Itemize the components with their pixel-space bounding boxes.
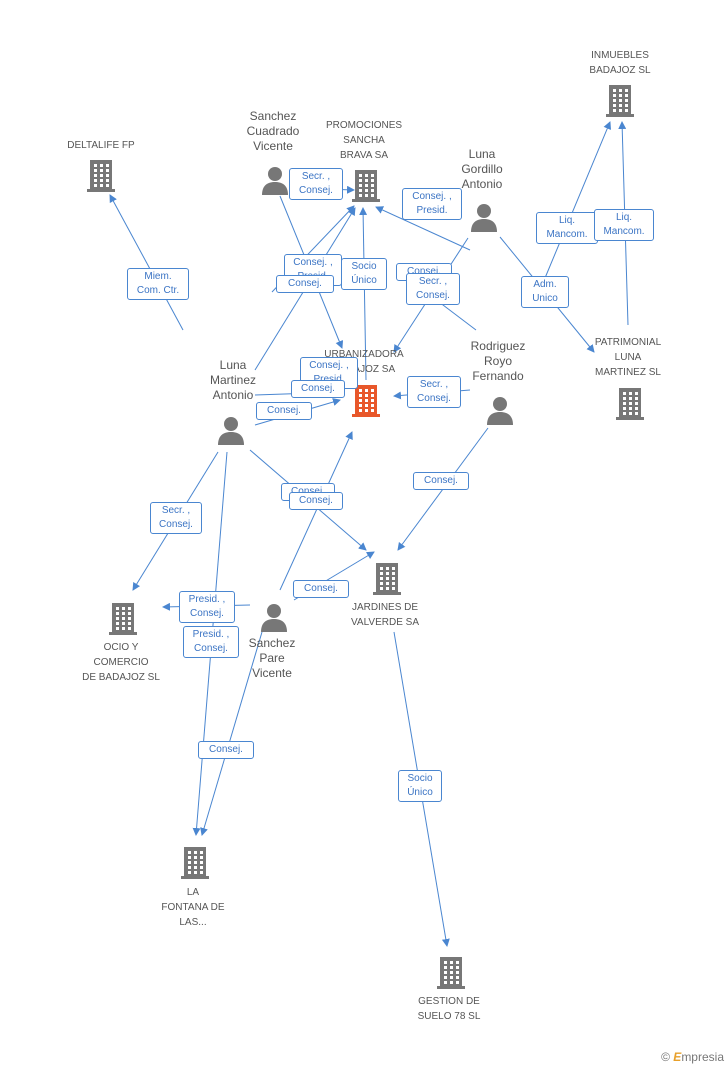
relation-edge-urbanizadora-promociones <box>359 207 368 381</box>
building-icon-shape <box>87 160 115 192</box>
relation-edge-luna_martinez-deltalife <box>109 194 184 331</box>
relation-label[interactable]: Consej. <box>291 380 345 398</box>
company-name[interactable]: OCIO Y COMERCIO DE BADAJOZ SL <box>82 642 160 683</box>
company-name[interactable]: LA FONTANA DE LAS... <box>161 887 225 928</box>
company-name[interactable]: PROMOCIONES SANCHA BRAVA SA <box>325 120 403 161</box>
person-name[interactable]: Sanchez Cuadrado Vicente <box>246 109 300 153</box>
building-icon[interactable] <box>605 83 635 122</box>
building-icon-shape <box>437 957 465 989</box>
relation-label[interactable]: Socio Único <box>398 770 442 802</box>
relation-label[interactable]: Consej. <box>293 580 349 598</box>
person-icon[interactable] <box>261 165 289 200</box>
relation-label[interactable]: Secr. , Consej. <box>289 168 343 200</box>
building-icon[interactable] <box>180 845 210 884</box>
person-icon-shape <box>262 167 288 195</box>
building-icon-shape <box>606 85 634 117</box>
relation-edge-luna_gordillo-promociones <box>375 206 471 251</box>
relation-label[interactable]: Miem. Com. Ctr. <box>127 268 189 300</box>
relation-label[interactable]: Secr. , Consej. <box>150 502 202 534</box>
brand-initial: E <box>673 1050 682 1064</box>
person-icon[interactable] <box>486 395 514 430</box>
company-name[interactable]: JARDINES DE VALVERDE SA <box>351 602 419 628</box>
building-icon-shape <box>616 388 644 420</box>
relation-label[interactable]: Consej. <box>276 275 334 293</box>
brand-footer[interactable]: © Empresia <box>661 1050 724 1064</box>
person-name[interactable]: Luna Gordillo Antonio <box>461 147 503 191</box>
brand-name: mpresia <box>681 1050 724 1064</box>
relation-edge-patrimonial-inmuebles <box>539 121 611 291</box>
relation-edge-sanchez_pare-fontana <box>200 631 263 836</box>
person-icon[interactable] <box>470 202 498 237</box>
relation-label[interactable]: Presid. , Consej. <box>183 626 239 658</box>
building-icon-shape <box>373 563 401 595</box>
person-icon-shape <box>471 204 497 232</box>
relation-label[interactable]: Presid. , Consej. <box>179 591 235 623</box>
company-name[interactable]: GESTION DE SUELO 78 SL <box>417 996 481 1022</box>
building-icon[interactable] <box>615 386 645 425</box>
building-icon[interactable] <box>86 158 116 197</box>
company-name[interactable]: PATRIMONIAL LUNA MARTINEZ SL <box>594 337 662 378</box>
person-icon-shape <box>487 397 513 425</box>
person-icon[interactable] <box>217 415 245 450</box>
relation-label[interactable]: Adm. Unico <box>521 276 569 308</box>
building-icon-shape <box>181 847 209 879</box>
relation-label[interactable]: Secr. , Consej. <box>407 376 461 408</box>
building-icon[interactable] <box>372 561 402 600</box>
building-icon-shape <box>109 603 137 635</box>
building-icon-shape <box>352 170 380 202</box>
relation-label[interactable]: Socio Único <box>341 258 387 290</box>
building-icon[interactable] <box>108 601 138 640</box>
building-icon[interactable] <box>436 955 466 994</box>
person-icon-shape <box>218 417 244 445</box>
relation-label[interactable]: Liq. Mancom. <box>536 212 598 244</box>
person-icon-shape <box>261 604 287 632</box>
copyright-symbol: © <box>661 1050 670 1064</box>
building-icon-shape <box>352 385 380 417</box>
person-icon[interactable] <box>260 602 288 637</box>
company-name[interactable]: INMUEBLES BADAJOZ SL <box>589 50 651 76</box>
relation-label[interactable]: Consej. <box>289 492 343 510</box>
company-name[interactable]: DELTALIFE FP <box>67 140 135 151</box>
relation-label[interactable]: Consej. <box>198 741 254 759</box>
relation-label[interactable]: Consej. <box>413 472 469 490</box>
building-icon[interactable] <box>351 383 381 422</box>
person-name[interactable]: Luna Martinez Antonio <box>209 358 256 402</box>
relation-label[interactable]: Consej. <box>256 402 312 420</box>
building-icon[interactable] <box>351 168 381 207</box>
relation-edge-sanchez_pare-urbanizadora <box>279 431 353 591</box>
relation-label[interactable]: Consej. , Presid. <box>402 188 462 220</box>
relation-label[interactable]: Secr. , Consej. <box>406 273 460 305</box>
relation-label[interactable]: Liq. Mancom. <box>594 209 654 241</box>
person-name[interactable]: Sanchez Pare Vicente <box>248 636 296 680</box>
person-name[interactable]: Rodriguez Royo Fernando <box>470 339 526 383</box>
